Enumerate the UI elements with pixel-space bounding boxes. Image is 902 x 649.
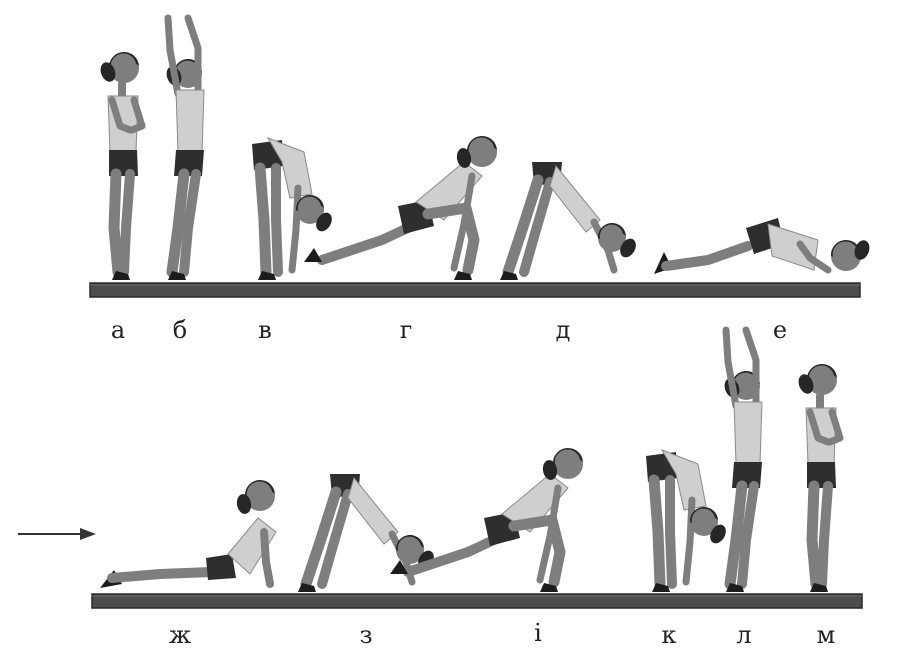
- pose-label-m: м: [817, 623, 836, 647]
- pose-figure-l: arms-raised-figure-icon: [722, 330, 762, 592]
- pose-label-e: е: [773, 318, 787, 342]
- pose-label-k: к: [662, 623, 677, 647]
- pose-label-i: і: [534, 621, 542, 645]
- pose-figure-i: lunge-figure-icon: [390, 448, 583, 592]
- pose-label-l: л: [736, 623, 751, 647]
- pose-figure-d: downward-dog-figure-icon: [500, 162, 639, 280]
- pose-figure-e: eight-point-figure-icon: [654, 218, 872, 274]
- sequence-arrow-icon: [18, 528, 96, 540]
- pose-figures: standing-prayer-figure-icon arms-raised-f…: [98, 18, 872, 592]
- pose-figure-k: forward-fold-figure-icon: [646, 450, 729, 592]
- pose-label-z: з: [359, 623, 372, 647]
- pose-label-v: в: [258, 318, 272, 342]
- pose-label-g: г: [400, 318, 413, 342]
- pose-figure-m: standing-prayer-figure-icon: [796, 364, 840, 592]
- pose-figure-zh: cobra-figure-icon: [100, 480, 276, 588]
- pose-label-a: а: [111, 318, 125, 342]
- pose-label-d: д: [556, 318, 571, 342]
- pose-label-b: б: [173, 318, 187, 342]
- pose-figure-a: standing-prayer-figure-icon: [98, 52, 142, 280]
- pose-label-zh: ж: [169, 623, 191, 647]
- arrow-head: [80, 528, 96, 540]
- pose-figure-b: arms-raised-figure-icon: [164, 18, 204, 280]
- pose-figure-g: lunge-figure-icon: [304, 136, 497, 280]
